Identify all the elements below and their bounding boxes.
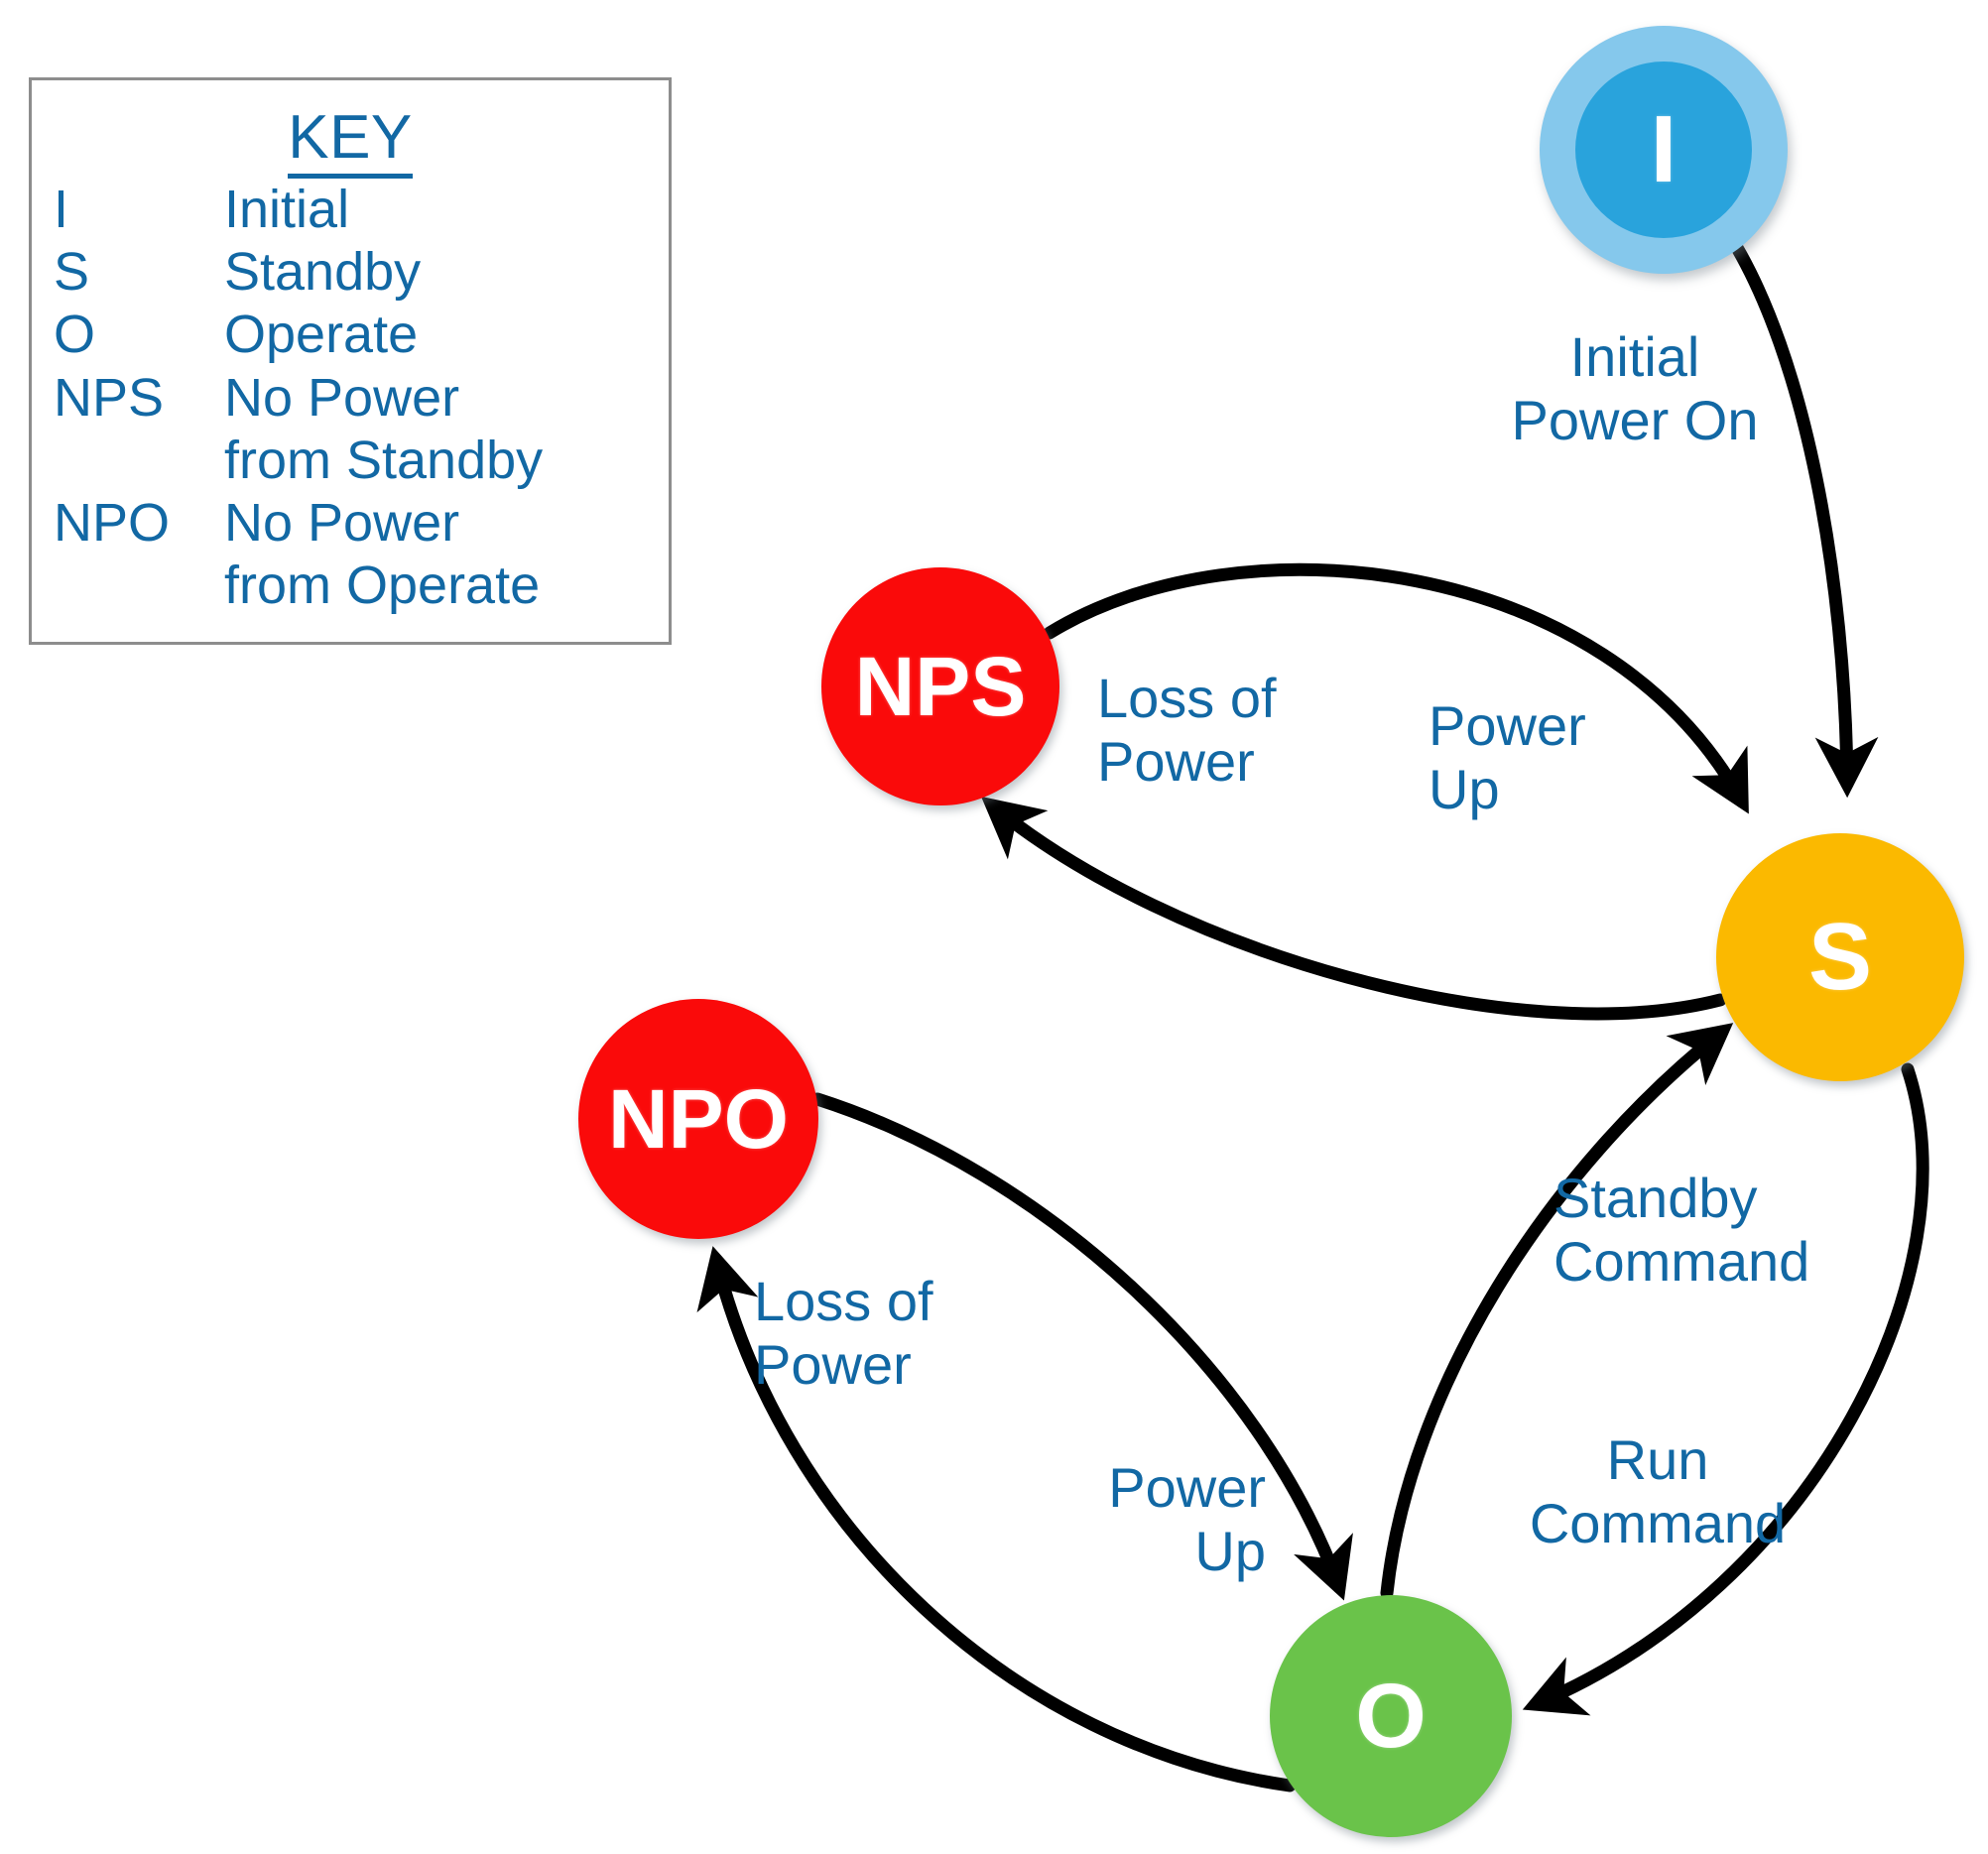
key-desc-o: Operate [224,305,419,365]
key-title-text: KEY [288,103,413,179]
key-desc-nps-line2: from Standby [224,430,544,490]
key-row-initial: I Initial [32,179,669,241]
edge-label-power-up-operate: Power Up [1108,1456,1266,1582]
key-desc-npo-line1: No Power [224,492,460,553]
key-row-nps: NPS No Power from Standby [32,367,669,492]
key-row-npo: NPO No Power from Operate [32,492,669,617]
state-node-operate-label: O [1355,1665,1427,1767]
key-desc-npo: No Power from Operate [224,492,669,617]
edge-npo-to-o [810,1092,1353,1601]
edge-label-run-command: Run Command [1529,1428,1787,1554]
key-title: KEY [32,102,669,179]
edge-s-to-o [1522,1062,1929,1716]
edge-nps-to-s [1043,562,1749,814]
key-abbr-npo: NPO [54,492,171,553]
key-desc-nps: No Power from Standby [224,367,669,492]
edge-i-to-s [1723,229,1879,799]
key-desc-s: Standby [224,242,422,303]
key-row-standby: S Standby [32,241,669,304]
key-legend-box: KEY I Initial S Standby O Operate NPS No… [29,77,672,645]
state-node-standby[interactable]: S [1716,833,1964,1081]
edge-o-to-s [1380,1023,1734,1600]
edge-label-loss-of-power-operate: Loss of Power [754,1270,933,1396]
edge-label-standby-command: Standby Command [1553,1167,1810,1293]
state-node-standby-label: S [1807,904,1873,1010]
key-desc-i: Initial [224,180,350,239]
edge-o-to-npo [696,1246,1297,1792]
key-desc-npo-line2: from Operate [224,556,541,616]
key-row-operate: O Operate [32,304,669,366]
edge-s-to-nps [980,796,1727,1021]
state-node-initial-label: I [1650,96,1677,202]
edge-label-initial-power-on: Initial Power On [1511,325,1759,451]
state-node-operate[interactable]: O [1270,1595,1512,1837]
edge-label-loss-of-power-standby: Loss of Power [1097,667,1277,793]
state-node-initial[interactable]: I [1575,62,1752,238]
edge-label-power-up-standby: Power Up [1429,694,1586,820]
key-abbr-o: O [54,305,96,365]
key-desc-nps-line1: No Power [224,367,460,428]
key-abbr-nps: NPS [54,367,165,428]
state-node-npo-label: NPO [607,1071,790,1166]
key-abbr-s: S [54,242,90,303]
key-abbr-i: I [54,180,69,239]
state-node-nps-label: NPS [854,639,1027,733]
state-node-nps[interactable]: NPS [821,567,1059,805]
state-node-npo[interactable]: NPO [578,999,818,1239]
